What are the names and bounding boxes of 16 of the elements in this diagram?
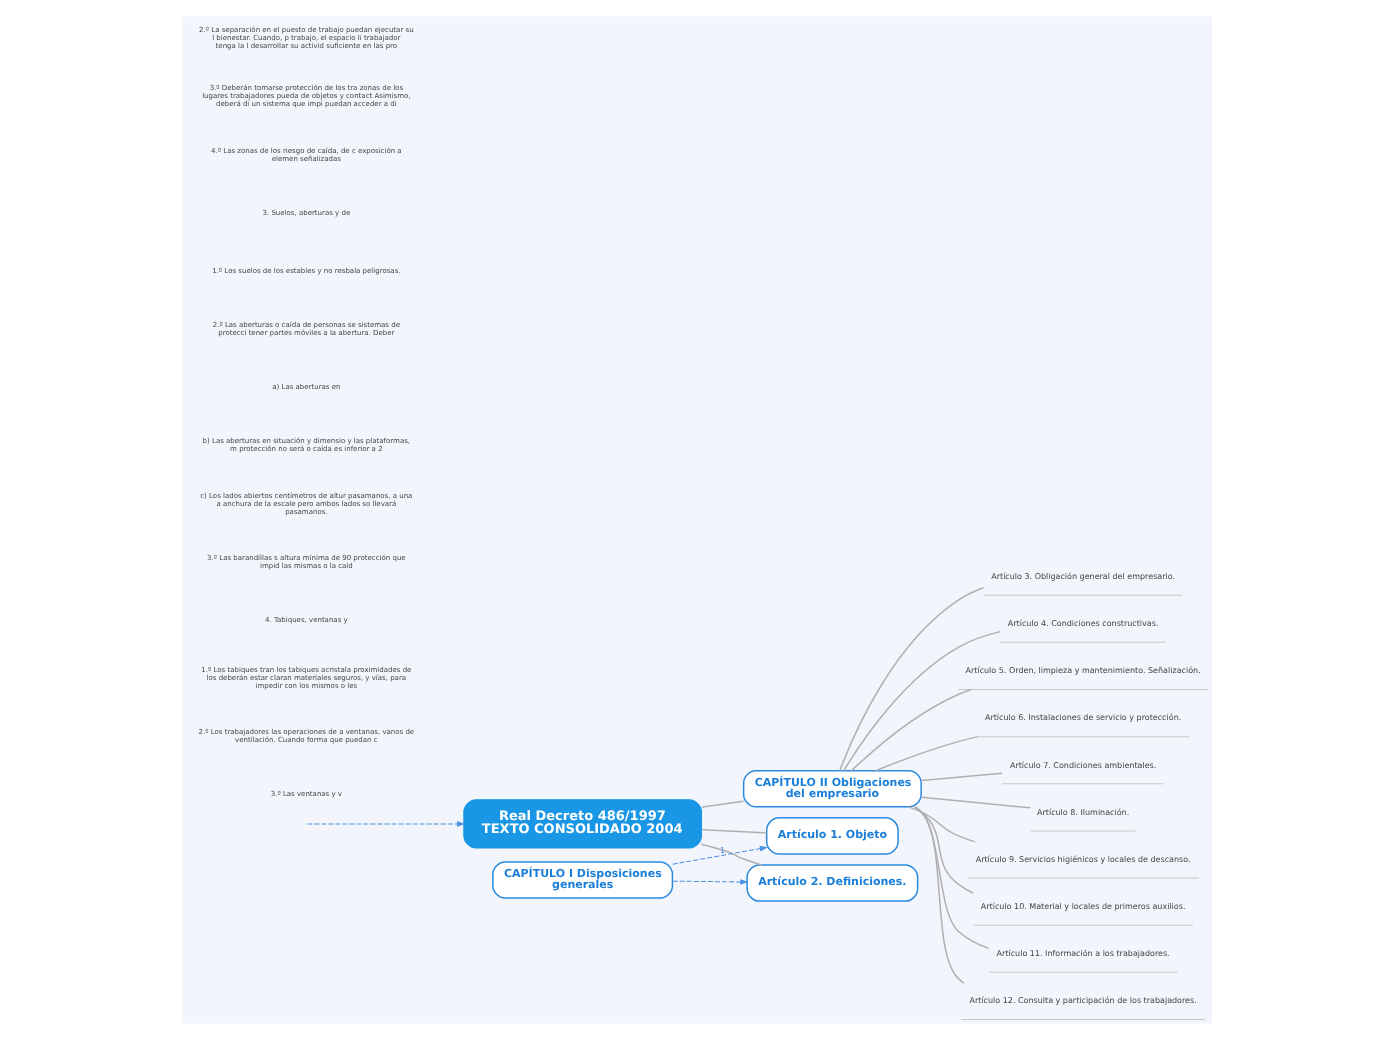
arrow xyxy=(305,821,464,827)
connector xyxy=(838,587,984,772)
connector xyxy=(699,800,744,808)
connector xyxy=(912,806,973,894)
connector xyxy=(919,772,1002,782)
arrow xyxy=(671,879,747,885)
connector xyxy=(906,806,975,843)
connector xyxy=(849,688,971,772)
arrow xyxy=(671,846,766,865)
connector xyxy=(913,806,989,950)
connector xyxy=(874,735,978,772)
connector xyxy=(919,796,1031,809)
connector xyxy=(699,828,767,834)
connector xyxy=(914,806,964,984)
connector xyxy=(842,630,1000,772)
connector xyxy=(699,843,762,866)
